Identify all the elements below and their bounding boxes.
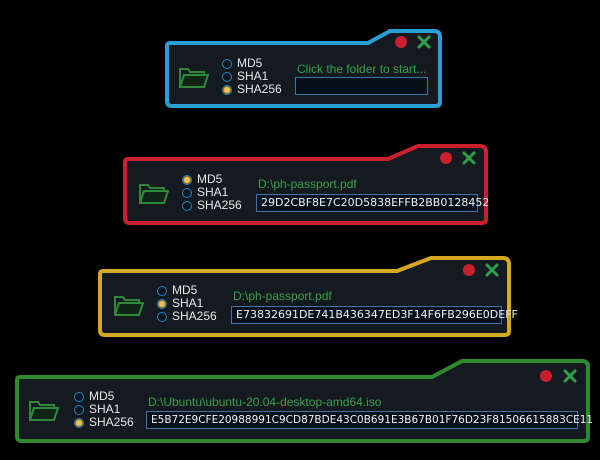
status-text: D:\ph-passport.pdf — [233, 289, 332, 303]
hash-output-field[interactable]: E5B72E9CFE20988991C9CD87BDE43C0B691E3B67… — [146, 411, 593, 429]
radio-circle-selected[interactable] — [222, 84, 232, 95]
folder-open-icon[interactable] — [138, 181, 170, 205]
radio-circle[interactable] — [182, 200, 192, 211]
radio-circle-selected[interactable] — [182, 174, 192, 185]
radio-sha256[interactable]: SHA256 — [222, 83, 282, 96]
radio-md5[interactable]: MD5 — [222, 57, 282, 70]
folder-open-icon[interactable] — [178, 65, 210, 89]
radio-sha1[interactable]: SHA1 — [182, 186, 242, 199]
close-icon[interactable] — [563, 369, 577, 383]
radio-label: MD5 — [197, 172, 223, 186]
hash-widget-sha256-blue: MD5 SHA1 SHA256 Click the folder to star… — [164, 26, 444, 110]
radio-label: MD5 — [237, 56, 263, 70]
radio-sha256[interactable]: SHA256 — [182, 199, 242, 212]
minimize-red-dot-icon[interactable] — [440, 152, 452, 164]
radio-circle-selected[interactable] — [74, 417, 84, 428]
folder-open-icon[interactable] — [113, 293, 145, 317]
radio-label: SHA256 — [197, 198, 242, 212]
algorithm-radio-group: MD5 SHA1 SHA256 — [157, 284, 217, 323]
radio-circle[interactable] — [157, 311, 167, 322]
radio-label: SHA256 — [172, 309, 217, 323]
radio-circle[interactable] — [74, 391, 84, 402]
radio-sha1[interactable]: SHA1 — [74, 403, 134, 416]
radio-sha1[interactable]: SHA1 — [157, 297, 217, 310]
folder-open-icon[interactable] — [28, 398, 60, 422]
radio-label: SHA1 — [197, 185, 229, 199]
hash-output-field[interactable]: E73832691DE741B436347ED3F14F6FB296E0DEFF — [231, 306, 518, 324]
radio-label: SHA256 — [89, 415, 134, 429]
radio-label: SHA256 — [237, 82, 282, 96]
radio-circle[interactable] — [222, 58, 232, 69]
hash-widget-sha1-yellow: MD5 SHA1 SHA256 D:\ph-passport.pdf E7383… — [97, 253, 518, 339]
radio-md5[interactable]: MD5 — [182, 173, 242, 186]
radio-circle-selected[interactable] — [157, 298, 167, 309]
hash-output-field[interactable]: 29D2CBF8E7C20D5838EFFB2BB0128452 — [256, 194, 489, 212]
algorithm-radio-group: MD5 SHA1 SHA256 — [74, 390, 134, 429]
status-text: D:\ph-passport.pdf — [258, 177, 357, 191]
radio-circle[interactable] — [222, 71, 232, 82]
minimize-red-dot-icon[interactable] — [463, 264, 475, 276]
radio-label: MD5 — [172, 283, 198, 297]
close-icon[interactable] — [462, 151, 476, 165]
close-icon[interactable] — [485, 263, 499, 277]
hash-widget-sha256-green: MD5 SHA1 SHA256 D:\Ubuntu\ubuntu-20.04-d… — [14, 357, 594, 445]
radio-label: SHA1 — [237, 69, 269, 83]
radio-circle[interactable] — [157, 285, 167, 296]
radio-sha256[interactable]: SHA256 — [157, 310, 217, 323]
status-text: D:\Ubuntu\ubuntu-20.04-desktop-amd64.iso — [148, 395, 382, 409]
hash-output-field[interactable] — [295, 77, 428, 95]
close-icon[interactable] — [417, 35, 431, 49]
radio-md5[interactable]: MD5 — [74, 390, 134, 403]
minimize-red-dot-icon[interactable] — [540, 370, 552, 382]
hash-widget-md5-red: MD5 SHA1 SHA256 D:\ph-passport.pdf 29D2C… — [122, 141, 490, 227]
status-text: Click the folder to start... — [297, 62, 427, 76]
algorithm-radio-group: MD5 SHA1 SHA256 — [222, 57, 282, 96]
radio-md5[interactable]: MD5 — [157, 284, 217, 297]
radio-sha256[interactable]: SHA256 — [74, 416, 134, 429]
radio-circle[interactable] — [182, 187, 192, 198]
radio-circle[interactable] — [74, 404, 84, 415]
radio-label: SHA1 — [89, 402, 121, 416]
radio-label: MD5 — [89, 389, 115, 403]
radio-sha1[interactable]: SHA1 — [222, 70, 282, 83]
minimize-red-dot-icon[interactable] — [395, 36, 407, 48]
radio-label: SHA1 — [172, 296, 204, 310]
algorithm-radio-group: MD5 SHA1 SHA256 — [182, 173, 242, 212]
